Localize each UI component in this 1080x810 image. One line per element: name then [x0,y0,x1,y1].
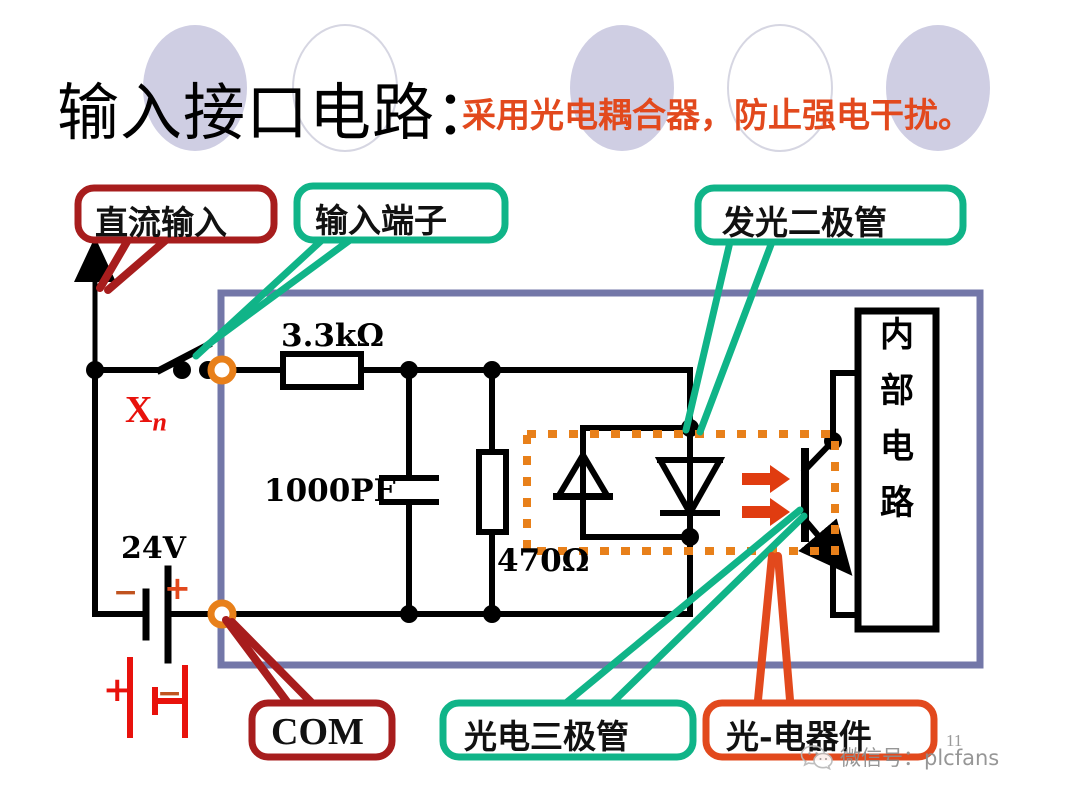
label-supply-minus: − [113,575,139,610]
label-supply-plus: + [164,569,191,607]
label-input-designator: Xn [125,388,167,438]
callout-label-photo-device: 光-电器件 [726,717,872,756]
label-battery-plus: + [103,670,132,710]
label-capacitor: 1000PF [264,473,396,509]
designator-subscript: n [152,407,167,437]
internal-circuit-block-label: 内 部 电 路 [858,318,936,520]
decor-ellipse-3 [727,24,833,152]
label-series-resistor: 3.3kΩ [281,318,385,354]
callout-bubble-dc-input [74,184,278,244]
callout-label-led: 发光二极管 [722,203,887,242]
callout-bubble-led [694,184,967,246]
callout-bubble-com [248,699,396,761]
page-number: 11 [946,731,963,750]
internal-char-0: 内 [880,315,914,355]
internal-char-3: 路 [880,483,914,523]
callout-label-input-terminal: 输入端子 [315,201,447,240]
optocoupler-boundary [523,430,839,555]
callout-label-phototransistor: 光电三极管 [464,717,629,756]
watermark-text: 微信号：plcfans [840,746,1000,770]
wechat-bubble-icon [800,745,833,770]
battery-symbol-red [127,657,188,738]
decor-ellipse-4 [886,25,990,151]
page-subtitle: 采用光电耦合器，防止强电干扰。 [462,96,972,136]
decor-ellipse-1 [292,24,398,152]
callout-bubble-phototransistor [439,699,697,761]
page-title: 输入接口电路： [57,76,499,149]
designator-letter: X [125,389,153,431]
callout-bubble-input-terminal [293,182,509,244]
decor-ellipse-0 [143,25,247,151]
internal-char-2: 电 [880,427,914,467]
callout-label-com: COM [271,711,364,753]
plc-module-frame [217,289,984,669]
decor-ellipse-2 [570,25,674,151]
watermark: 微信号：plcfans [800,742,999,772]
label-supply-voltage: 24V [121,531,187,566]
callout-label-dc-input: 直流输入 [95,203,227,242]
label-shunt-resistor: 470Ω [497,543,590,579]
internal-char-1: 部 [880,371,914,411]
input-terminal-ring[interactable] [207,355,237,385]
circuit-wires [74,237,940,664]
label-battery-minus: − [157,676,183,711]
light-emission-arrows [742,465,790,526]
